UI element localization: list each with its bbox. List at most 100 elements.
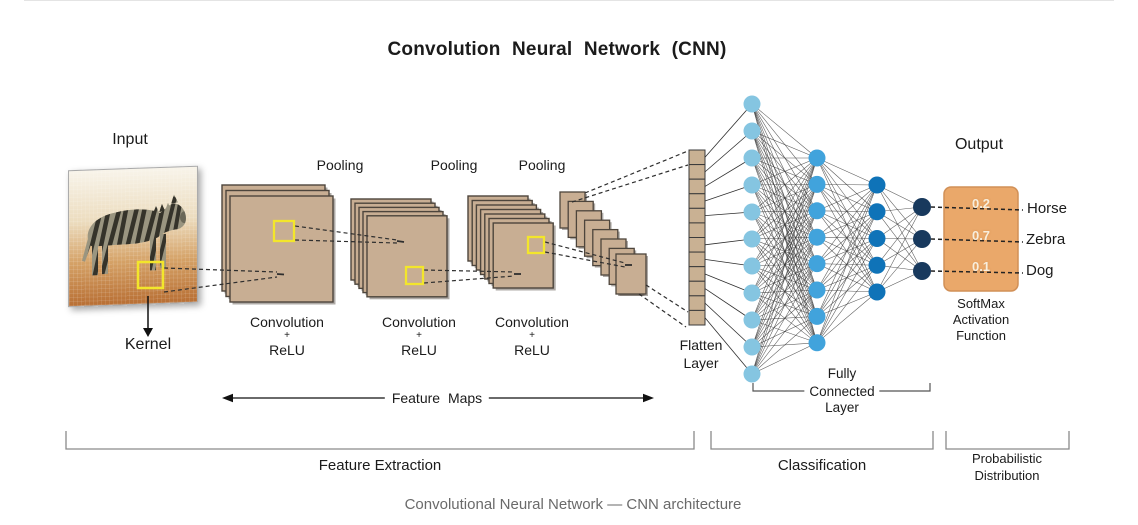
- hidden-layer-3-node: [868, 203, 886, 221]
- flatten-cell: [688, 164, 706, 180]
- hidden-layer-2-node: [808, 281, 826, 299]
- flatten-edge: [704, 317, 753, 375]
- classification-bracket: [710, 431, 934, 450]
- hidden-layer-2-node: [808, 334, 826, 352]
- softmax-line1: SoftMax: [957, 296, 1005, 311]
- flatten-cell: [688, 251, 706, 268]
- fc-edge: [876, 184, 923, 240]
- fc-edge: [876, 238, 923, 293]
- kernel-connector-dashed: [294, 239, 398, 244]
- plus-label: +: [529, 330, 535, 341]
- flatten-edge: [704, 302, 753, 348]
- fc-edge: [876, 206, 923, 266]
- fc-edge: [816, 184, 878, 317]
- fc-edge: [816, 184, 878, 291]
- fc-edge: [751, 103, 818, 185]
- hidden-layer-3-node: [868, 256, 886, 274]
- classification-bracket-label: Classification: [777, 457, 867, 474]
- probabilistic-distribution-bracket-label: Probabilistic Distribution: [972, 450, 1042, 484]
- fc-edge: [876, 206, 923, 293]
- flatten-cell: [688, 309, 706, 326]
- fc-edge: [876, 211, 923, 272]
- input-zebra-image: [68, 165, 198, 308]
- probability-value-zebra: 0.7: [971, 228, 991, 243]
- hidden-layer-3-node: [868, 283, 886, 301]
- fc-edge: [751, 238, 818, 291]
- conv-sheet: [229, 195, 334, 303]
- hidden-layer-3-node: [868, 230, 886, 247]
- fc-edge: [816, 184, 878, 238]
- fc-edge: [816, 184, 878, 186]
- flatten-edge: [704, 103, 753, 158]
- conv-label: Convolution: [250, 314, 324, 330]
- plus-label: +: [416, 330, 422, 341]
- input-label: Input: [112, 131, 148, 148]
- class-label-zebra: Zebra: [1026, 231, 1066, 248]
- flatten-cell: [688, 178, 706, 195]
- feature-map-kernel-box: [526, 235, 546, 255]
- flatten-cell: [688, 266, 706, 282]
- fc-edge: [751, 184, 818, 264]
- hidden-layer-2-node: [808, 307, 826, 325]
- softmax-line2: Activation: [952, 312, 1010, 327]
- hidden-layer-2-node: [808, 175, 826, 193]
- fc-edge: [751, 157, 818, 321]
- fc-edge: [751, 238, 818, 317]
- fc-edge: [876, 184, 923, 272]
- fc-edge: [816, 265, 878, 343]
- kernel-connector-dashed: [571, 164, 689, 203]
- conv-relu-label-2: Convolution + ReLU: [382, 313, 456, 359]
- flatten-edge: [704, 288, 753, 321]
- fc-edge: [751, 157, 818, 240]
- fc-edge: [816, 157, 878, 186]
- fc-edge: [751, 157, 818, 186]
- softmax-label: SoftMax Activation Function: [953, 296, 1009, 344]
- conv-sheet: [492, 222, 554, 289]
- fc-edge: [751, 157, 818, 348]
- flatten-cell: [688, 149, 706, 166]
- flatten-edge: [704, 157, 753, 187]
- fc-edge: [751, 130, 818, 159]
- pooled-map-last: [615, 253, 647, 295]
- fc-edge: [876, 238, 923, 272]
- fc-edge: [816, 211, 878, 343]
- probability-value-horse: 0.2: [971, 196, 991, 211]
- fc-edge: [751, 289, 818, 375]
- fc-edge: [751, 184, 818, 375]
- pooling-label-2: Pooling: [430, 157, 478, 173]
- flatten-cell: [688, 237, 706, 253]
- fc-edge: [876, 206, 923, 239]
- conv-label: Convolution: [495, 314, 569, 330]
- conv-relu-label-1: Convolution + ReLU: [250, 313, 324, 359]
- kernel-label: Kernel: [124, 336, 172, 353]
- fc-edge: [751, 130, 818, 211]
- fc-edge: [751, 157, 818, 267]
- relu-label: ReLU: [514, 342, 550, 358]
- fully-connected-line2: Connected: [804, 384, 880, 399]
- softmax-box: [943, 186, 1019, 292]
- fc-edge: [816, 184, 878, 343]
- probabilistic-line1: Probabilistic: [971, 451, 1043, 466]
- feature-maps-arrow-right: [643, 393, 654, 403]
- flatten-cell: [688, 222, 706, 239]
- fully-connected-line3: Layer: [825, 400, 859, 415]
- hidden-layer-1-node: [743, 338, 761, 356]
- class-label-dog: Dog: [1026, 262, 1054, 279]
- output-label: Output: [954, 136, 1004, 153]
- diagram-title: Convolution Neural Network (CNN): [387, 39, 727, 60]
- hidden-layer-1-node: [743, 365, 761, 383]
- fc-edge: [751, 210, 818, 375]
- fc-edge: [751, 211, 818, 238]
- fc-edge: [751, 157, 818, 375]
- kernel-connector-dashed: [638, 293, 687, 328]
- kernel-connector-dashed: [163, 267, 278, 273]
- fc-edge: [751, 263, 818, 375]
- convergence-dash: [396, 240, 405, 243]
- feature-extraction-bracket-label: Feature Extraction: [318, 457, 442, 474]
- class-label-horse: Horse: [1027, 200, 1068, 217]
- top-divider: [24, 0, 1114, 1]
- probabilistic-bracket: [945, 431, 1070, 450]
- fc-edge: [751, 211, 818, 264]
- hidden-layer-1-node: [743, 203, 761, 221]
